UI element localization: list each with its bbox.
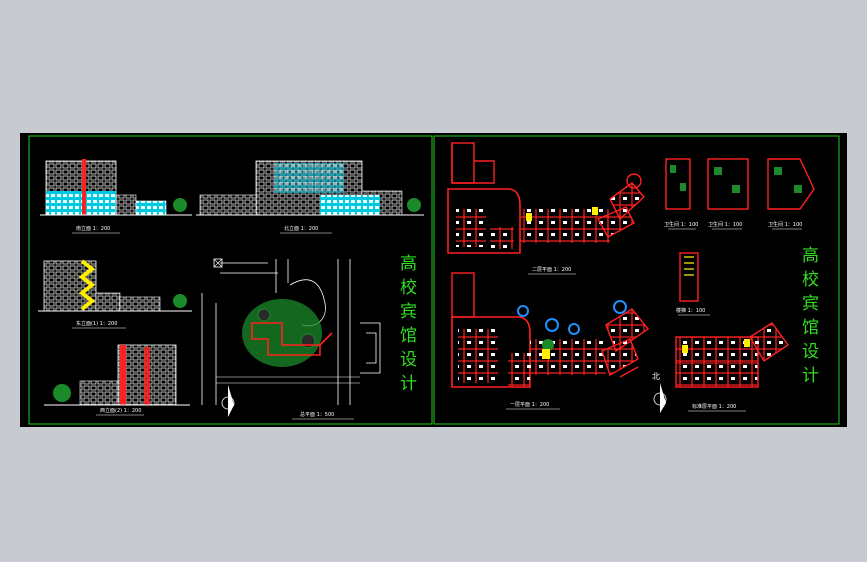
typical-floor-plan-label: 标准层平面 1：200 bbox=[692, 403, 736, 410]
south-elevation-label: 南立面 1：200 bbox=[76, 225, 110, 232]
left-sheet-frame bbox=[28, 135, 433, 425]
detail-plans-drawing bbox=[665, 158, 815, 302]
title-char: 高 bbox=[400, 254, 417, 274]
north-elevation-drawing bbox=[196, 160, 424, 216]
east-elevation-label: 东立面(1) 1：200 bbox=[76, 320, 117, 327]
west-elevation-drawing bbox=[44, 344, 190, 406]
right-vertical-title: 高 校 宾 馆 设 计 bbox=[802, 246, 819, 386]
title-char: 高 bbox=[802, 246, 819, 266]
title-char: 设 bbox=[802, 342, 819, 362]
first-floor-plan-drawing bbox=[451, 272, 650, 388]
south-elevation-drawing bbox=[40, 159, 192, 216]
east-elevation-drawing bbox=[38, 259, 192, 312]
north-label: 北 bbox=[652, 372, 660, 381]
second-floor-plan-label: 二层平面 1：200 bbox=[532, 267, 571, 273]
north-arrow bbox=[653, 383, 667, 413]
title-char: 计 bbox=[400, 374, 417, 394]
title-char: 馆 bbox=[802, 318, 819, 338]
detail-1-label: 卫生间 1：100 bbox=[664, 221, 698, 228]
right-sheet-frame bbox=[433, 135, 840, 425]
left-vertical-title: 高 校 宾 馆 设 计 bbox=[400, 254, 417, 394]
detail-3-label: 卫生间 1：100 bbox=[768, 221, 802, 228]
detail-2-label: 卫生间 1：100 bbox=[708, 221, 742, 228]
title-char: 校 bbox=[802, 270, 819, 290]
west-elevation-label: 西立面(2) 1：200 bbox=[100, 407, 141, 414]
typical-floor-plan-drawing bbox=[675, 322, 789, 388]
first-floor-plan-label: 一层平面 1：200 bbox=[510, 402, 549, 408]
title-char: 计 bbox=[802, 366, 819, 386]
site-plan-label: 总平面 1：500 bbox=[300, 411, 334, 418]
cad-drawing-sheet: 南立面 1：200 北立面 1：200 东立面(1) 1：200 西立面(2) … bbox=[20, 133, 847, 427]
title-char: 宾 bbox=[400, 302, 417, 322]
north-elevation-label: 北立面 1：200 bbox=[284, 225, 318, 232]
title-char: 校 bbox=[400, 278, 417, 298]
stair-detail-label: 楼梯 1：100 bbox=[676, 307, 705, 314]
title-char: 宾 bbox=[802, 294, 819, 314]
site-plan-drawing bbox=[201, 258, 381, 417]
title-char: 馆 bbox=[400, 326, 417, 346]
second-floor-plan-drawing bbox=[447, 142, 645, 254]
title-char: 设 bbox=[400, 350, 417, 370]
